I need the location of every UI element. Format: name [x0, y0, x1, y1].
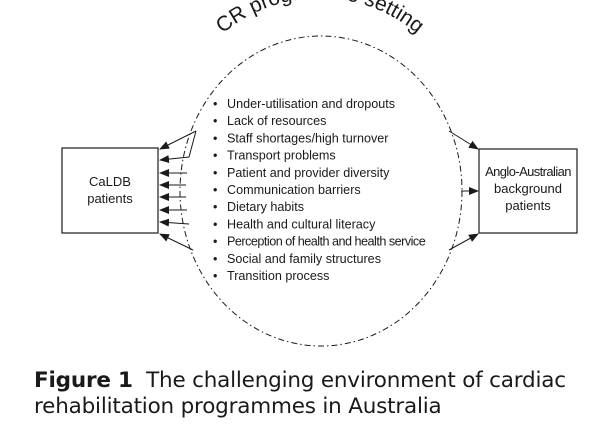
factor-item: Under-utilisation and dropouts: [227, 97, 395, 111]
caption-text: The challenging environment of cardiac r…: [34, 368, 566, 419]
factor-bullet: •: [213, 235, 217, 249]
anglo-label-line-3: patients: [505, 198, 551, 213]
arrow-left: [159, 218, 190, 227]
factor-bullet: •: [213, 149, 217, 163]
factor-bullet: •: [213, 131, 217, 145]
factor-item: Health and cultural literacy: [227, 217, 376, 231]
figure-caption: Figure 1 The challenging environment of …: [34, 368, 604, 420]
anglo-label-line-2: background: [494, 181, 562, 196]
caldb-label-line-1: CaLDB: [89, 174, 131, 189]
left-arrows: [159, 130, 197, 251]
factor-bullet: •: [213, 166, 217, 180]
arrow-right: [448, 130, 479, 150]
factor-item: Social and family structures: [227, 252, 381, 266]
factor-bullet: •: [213, 183, 217, 197]
setting-title: CR programme setting: [212, 0, 429, 38]
cr-setting-diagram: CR programme setting CaLDB patients Angl…: [61, 0, 578, 347]
arrow-left: [159, 130, 197, 164]
factor-item: Dietary habits: [227, 200, 304, 214]
caldb-label-line-2: patients: [87, 191, 133, 206]
factor-item: Transition process: [227, 269, 329, 283]
factor-item: Patient and provider diversity: [227, 166, 390, 180]
factor-bullet: •: [213, 217, 217, 231]
arrow-right: [448, 233, 479, 251]
factor-bullet: •: [213, 114, 217, 128]
arrow-left: [159, 130, 197, 150]
factor-item: Staff shortages/high turnover: [227, 131, 389, 145]
factor-list: • Under-utilisation and dropouts • Lack of …: [213, 97, 426, 283]
anglo-australian-patients-box: Anglo-Australian background patients: [478, 148, 578, 234]
factor-item: Lack of resources: [227, 114, 326, 128]
factor-item: Communication barriers: [227, 183, 361, 197]
factor-bullet: •: [213, 97, 217, 111]
caldb-patients-box: CaLDB patients: [61, 147, 159, 234]
factor-item: Transport problems: [227, 149, 336, 163]
anglo-label-line-1: Anglo-Australian: [485, 164, 571, 179]
arrow-left: [159, 233, 194, 251]
factor-bullet: •: [213, 252, 217, 266]
right-arrows: [448, 130, 479, 251]
factor-bullet: •: [213, 269, 217, 283]
factor-bullet: •: [213, 200, 217, 214]
factor-item: Perception of health and health service: [227, 235, 426, 249]
figure-label: Figure 1: [34, 368, 133, 393]
